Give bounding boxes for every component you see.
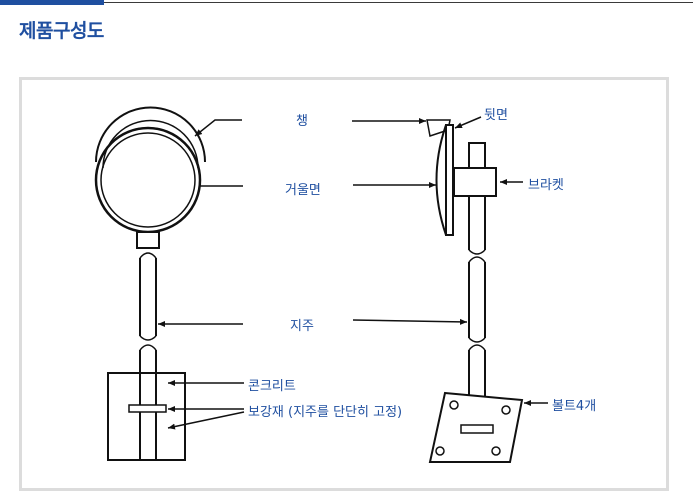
- page-title: 제품구성도: [19, 20, 104, 42]
- leader-hood-front: [194, 119, 242, 137]
- leader-lines: [158, 116, 548, 430]
- front-view: [94, 106, 206, 461]
- label-concrete: 콘크리트: [248, 379, 296, 394]
- side-bracket: [453, 167, 497, 197]
- front-reinforcement: [128, 404, 167, 413]
- label-mirror-surface: 거울면: [285, 183, 321, 198]
- side-view: [426, 119, 524, 463]
- label-back: 뒷면: [484, 108, 508, 123]
- side-base-stub: [460, 424, 494, 434]
- topbar-line: [104, 2, 693, 3]
- bolt-4: [491, 446, 501, 456]
- front-pole-break-mid: [139, 335, 157, 351]
- leader-back: [454, 116, 482, 129]
- label-bolts: 볼트4개: [552, 399, 597, 414]
- front-mirror-inner: [100, 132, 196, 228]
- topbar-accent: [0, 0, 104, 5]
- label-pole: 지주: [290, 319, 314, 334]
- leader-pole-side: [352, 318, 468, 325]
- side-pole-break-a: [468, 249, 486, 263]
- figure-frame: [19, 77, 669, 491]
- leader-reinforcement-b: [167, 411, 245, 430]
- label-reinforcement: 보강재 (지주를 단단히 고정): [248, 405, 403, 420]
- front-mirror-outer: [94, 126, 202, 234]
- side-back-plate: [445, 124, 454, 236]
- front-pole-break-top: [139, 252, 157, 259]
- label-hood: 챙: [296, 114, 308, 129]
- side-pole-break-b: [468, 337, 486, 351]
- side-pole-a: [468, 196, 486, 250]
- front-neck: [136, 231, 160, 249]
- front-hood: [95, 106, 206, 163]
- front-pole-top: [139, 258, 157, 336]
- front-concrete: [107, 372, 186, 461]
- side-mirror-curve: [435, 124, 447, 236]
- label-bracket: 브라켓: [528, 178, 564, 193]
- bolt-3: [435, 446, 445, 456]
- side-pole-b: [468, 262, 486, 338]
- bolt-2: [501, 405, 511, 415]
- bolt-1: [449, 400, 459, 410]
